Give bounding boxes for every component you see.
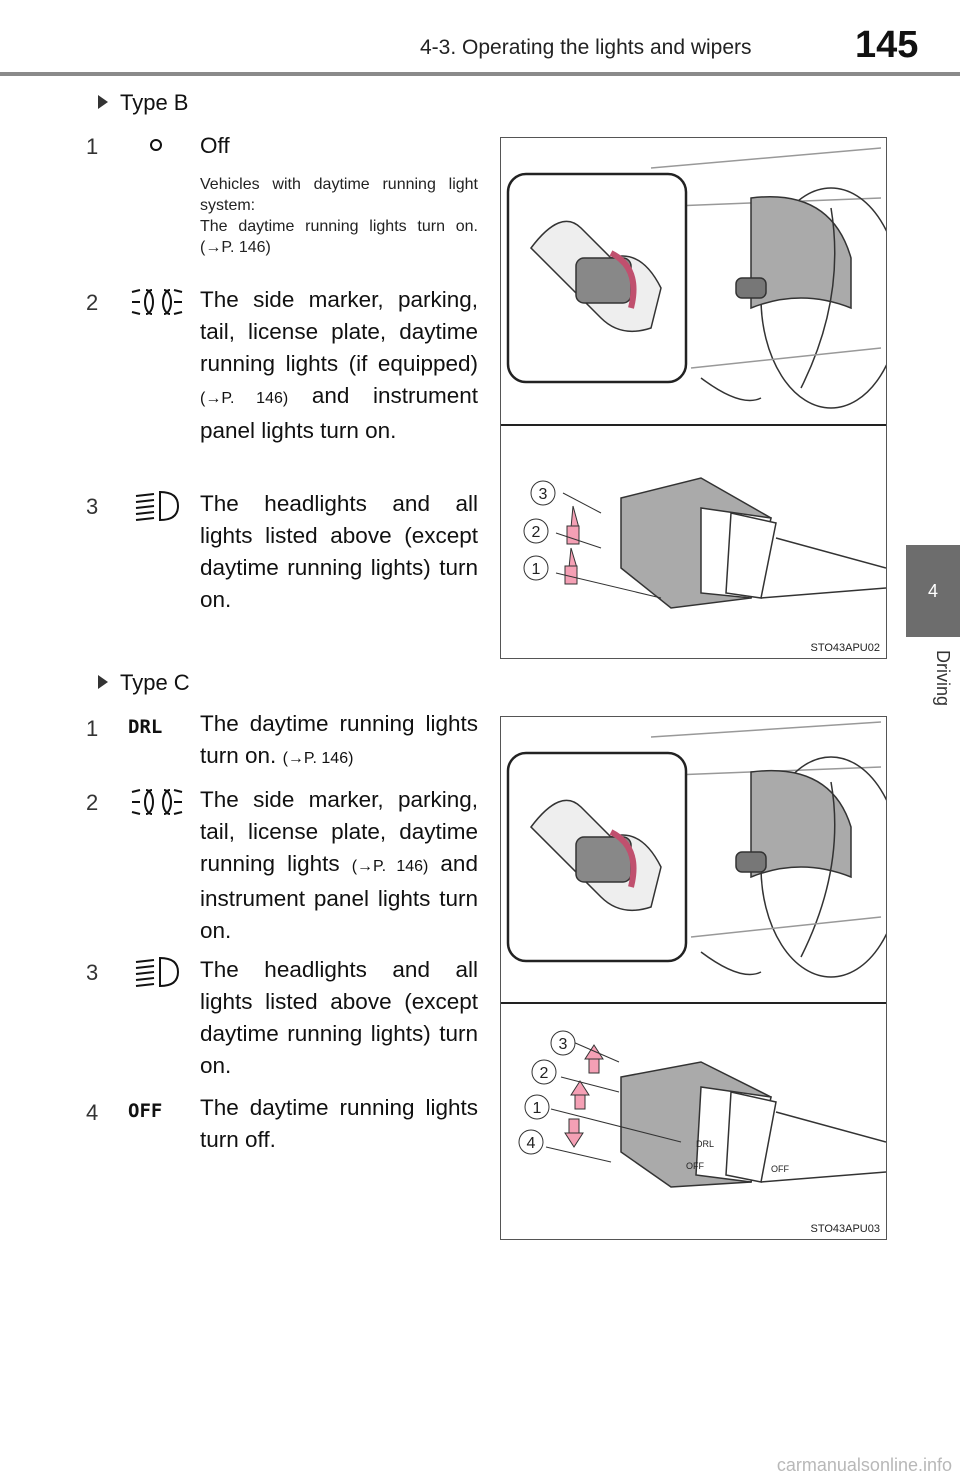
item-number: 3 xyxy=(86,960,99,985)
illustration-code: STO43APU03 xyxy=(810,1223,880,1235)
note-line: The daytime running lights turn on. xyxy=(200,218,478,235)
stalk-label: OFF xyxy=(686,1161,704,1171)
header-divider xyxy=(0,72,960,76)
watermark-text: carmanualsonline.info xyxy=(776,1455,952,1475)
item-number: 1 xyxy=(86,716,99,741)
illustration-code: STO43APU02 xyxy=(810,642,880,654)
callout-number: 1 xyxy=(532,561,541,578)
type-b-heading-label: Type B xyxy=(120,90,189,115)
chapter-label: Driving xyxy=(933,650,953,707)
page-reference: (→P. 146) xyxy=(200,239,271,256)
drl-icon: DRL xyxy=(128,716,163,738)
type-c-heading: Type C xyxy=(98,670,190,696)
callout-number: 3 xyxy=(539,486,548,503)
note-line: Vehicles with daytime running light syst… xyxy=(200,176,478,214)
item-text-main: The side marker, parking, tail, license … xyxy=(200,787,478,876)
side-marker-lights-icon xyxy=(128,282,184,322)
item-number: 4 xyxy=(86,1100,99,1125)
lever-illustration-type-c: DRL OFF OFF 3 2 1 4 STO43APU03 xyxy=(500,716,902,1240)
item-text-after: and instrument panel lights turn on. xyxy=(200,851,478,943)
item-text: The side marker, parking, tail, license … xyxy=(200,284,478,447)
chapter-tab[interactable]: 4 xyxy=(906,545,960,637)
drl-note: Vehicles with daytime running light syst… xyxy=(200,174,478,258)
page-number: 145 xyxy=(855,24,919,66)
stalk-label: DRL xyxy=(696,1139,714,1149)
stalk-label: OFF xyxy=(771,1164,789,1174)
triangle-bullet-icon xyxy=(98,675,108,690)
item-text: The daytime running lights turn on. (→P.… xyxy=(200,708,478,775)
callout-number: 2 xyxy=(532,524,541,541)
type-c-heading-label: Type C xyxy=(120,670,190,695)
page-reference: (→P. 146) xyxy=(200,390,289,407)
headlight-icon xyxy=(128,952,184,992)
callout-number: 4 xyxy=(527,1135,536,1152)
triangle-bullet-icon xyxy=(98,95,108,110)
item-text-main: The daytime running lights turn on. xyxy=(200,711,478,768)
side-marker-lights-icon xyxy=(128,782,184,822)
page-reference: (→P. 146) xyxy=(282,750,354,767)
type-b-heading: Type B xyxy=(98,90,188,116)
item-text-after: and instrument panel lights turn on. xyxy=(200,383,478,443)
item-number: 3 xyxy=(86,494,99,519)
item-number: 2 xyxy=(86,290,99,315)
off-icon: OFF xyxy=(128,1100,163,1122)
item-number: 2 xyxy=(86,790,99,815)
callout-number: 1 xyxy=(533,1100,542,1117)
item-text: The daytime running lights turn off. xyxy=(200,1095,478,1152)
page-reference: (→P. 146) xyxy=(351,858,429,875)
item-text-main: The side marker, parking, tail, license … xyxy=(200,287,478,376)
headlight-icon xyxy=(128,486,184,526)
callout-number: 3 xyxy=(559,1036,568,1053)
item-text: The side marker, parking, tail, license … xyxy=(200,784,478,947)
item-text: Off xyxy=(200,133,230,158)
item-text: The headlights and all lights listed abo… xyxy=(200,957,478,1078)
lever-illustration-type-b: 3 2 1 STO43APU02 xyxy=(500,137,902,659)
section-title: 4-3. Operating the lights and wipers xyxy=(420,36,752,59)
item-text: The headlights and all lights listed abo… xyxy=(200,491,478,612)
item-number: 1 xyxy=(86,134,99,159)
callout-number: 2 xyxy=(540,1065,549,1082)
off-circle-icon xyxy=(128,130,184,170)
